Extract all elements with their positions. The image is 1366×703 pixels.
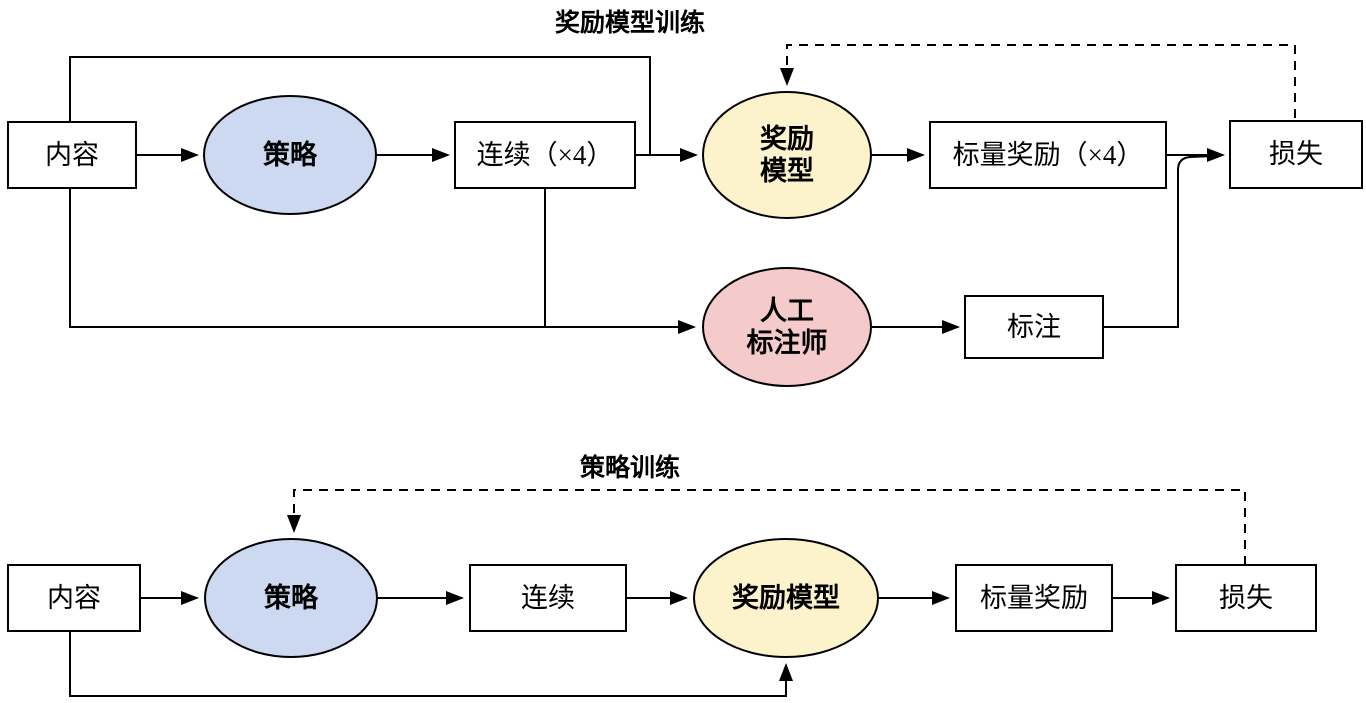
top-human-labeler-ellipse — [702, 267, 872, 387]
top-labels-to-loss-edge — [1103, 155, 1215, 328]
bottom-loss-box — [1175, 564, 1317, 632]
bottom-reward-model-ellipse — [693, 538, 879, 658]
bottom-content-label: 内容 — [47, 582, 101, 613]
bottom-reward-model-label: 奖励模型 — [732, 582, 840, 613]
top-labels-label: 标注 — [1007, 311, 1061, 342]
bottom-policy-label: 策略 — [264, 582, 318, 613]
bottom-continuation-label: 连续 — [521, 582, 575, 613]
top-policy-label: 策略 — [263, 139, 317, 170]
bottom-content-to-reward-edge — [69, 631, 793, 697]
top-reward-model-label: 奖励 模型 — [760, 123, 814, 186]
top-content-box — [7, 121, 137, 189]
bottom-content-box — [7, 564, 141, 632]
bottom-policy-ellipse — [204, 538, 378, 658]
top-policy-ellipse — [203, 95, 377, 215]
bottom-continuation-box — [469, 564, 627, 632]
bottom-scalar-reward-label: 标量奖励 — [980, 582, 1088, 613]
top-content-to-reward-edge — [69, 56, 651, 155]
top-content-label: 内容 — [45, 139, 99, 170]
bottom-loss-label: 损失 — [1219, 582, 1273, 613]
bottom-loss-to-policy-feedback-edge — [287, 489, 1246, 565]
top-scalar-reward-box — [929, 121, 1167, 189]
top-loss-to-reward-feedback-edge — [780, 44, 1296, 118]
top-loss-label: 损失 — [1269, 139, 1323, 170]
top-continuations-label: 连续（×4） — [476, 139, 614, 170]
top-loss-box — [1229, 120, 1363, 189]
top-scalar-reward-label: 标量奖励（×4） — [952, 139, 1144, 170]
top-reward-model-ellipse — [702, 91, 872, 219]
bottom-scalar-reward-box — [955, 564, 1113, 632]
bottom-diagram-title: 策略训练 — [579, 455, 680, 482]
top-diagram-title: 奖励模型训练 — [554, 10, 705, 37]
top-continuations-box — [454, 121, 636, 189]
top-labels-box — [964, 295, 1104, 359]
top-content-to-labeler-edge — [69, 188, 696, 334]
top-human-labeler-label: 人工 标注师 — [746, 295, 828, 358]
